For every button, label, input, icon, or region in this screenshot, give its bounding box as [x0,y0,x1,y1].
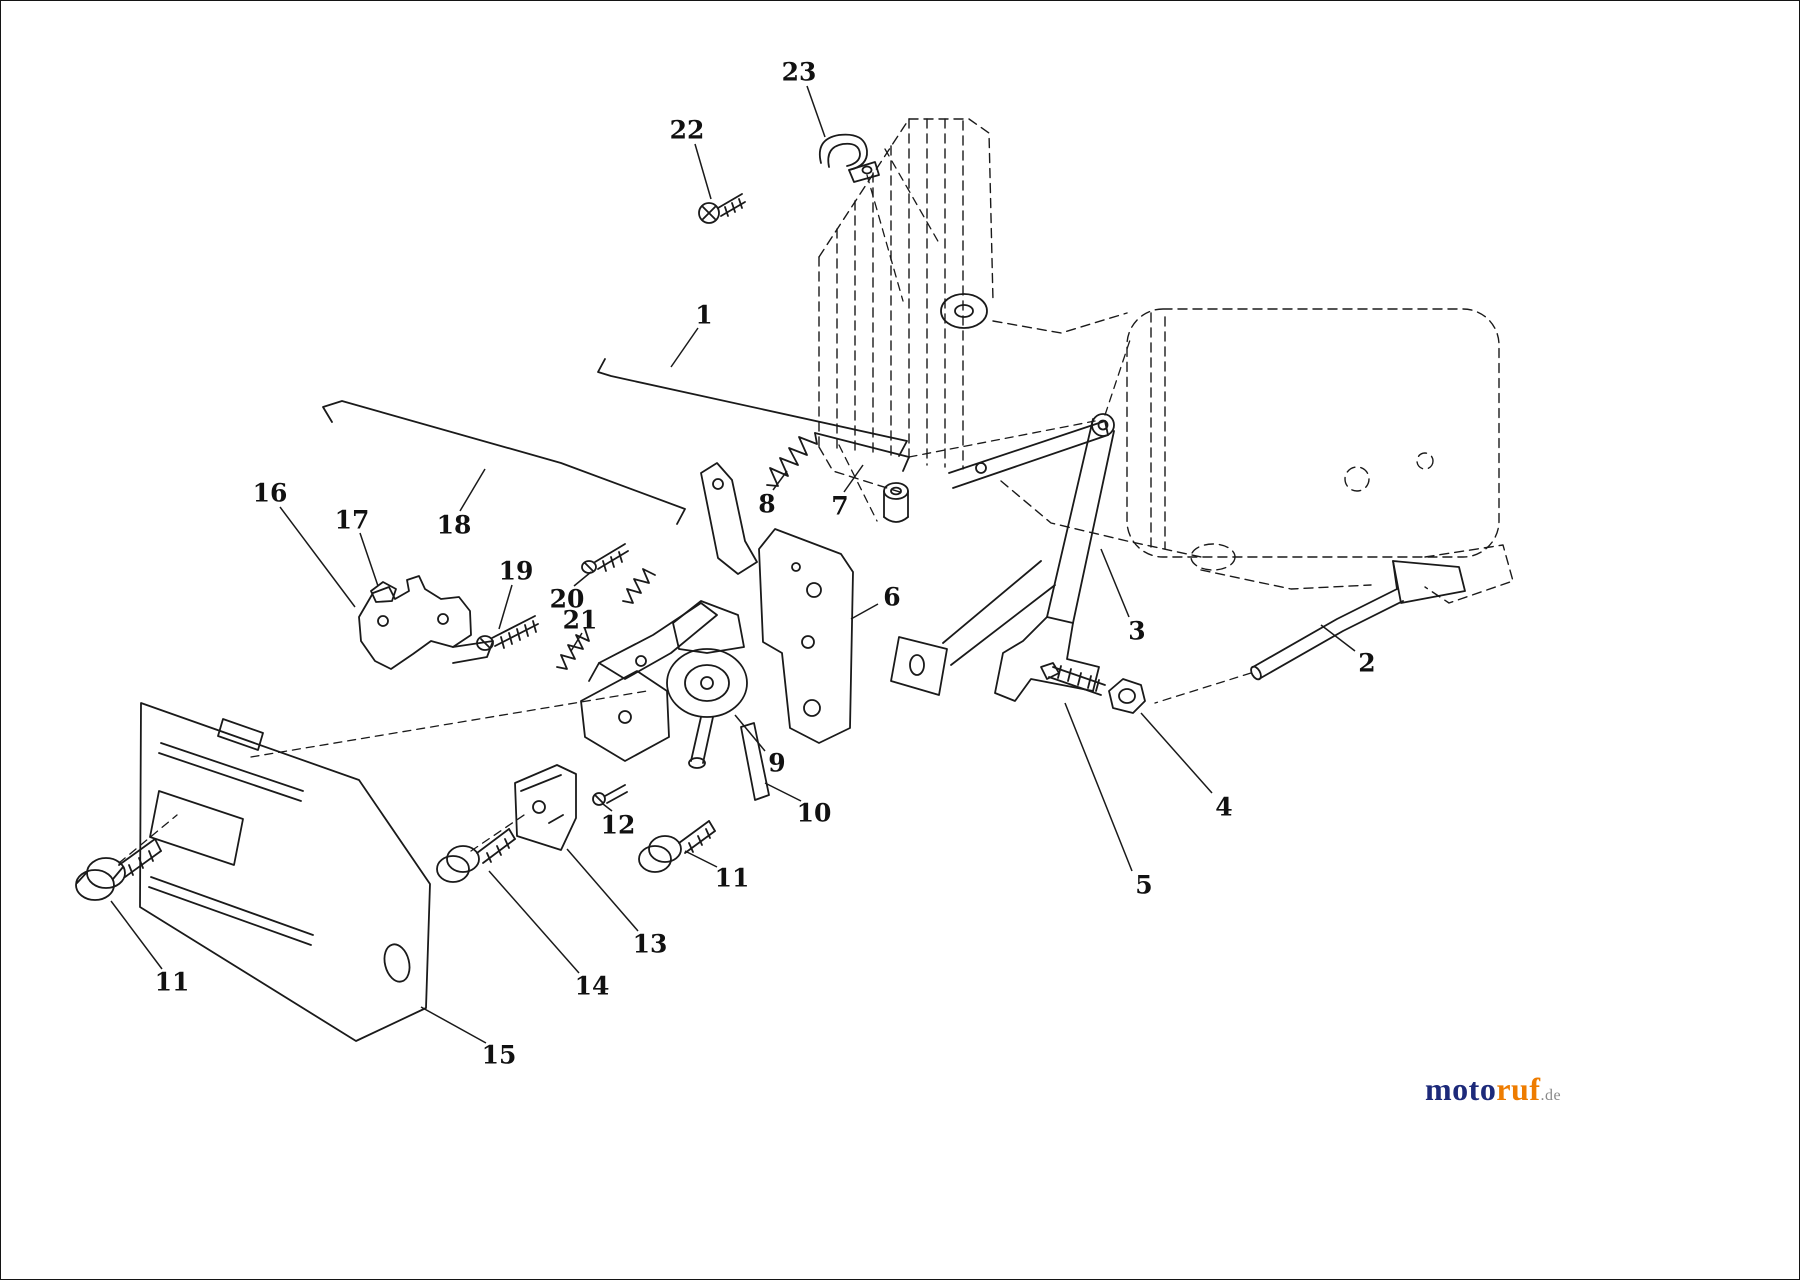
leader-line-10 [764,782,802,802]
part-20-screw [581,543,629,574]
engine-block-outline [818,118,1514,604]
watermark-moto: moto [1425,1071,1497,1107]
engine-boss [940,293,988,329]
leader-line-1 [670,327,699,368]
callout-label-17: 17 [335,506,370,535]
callout-label-15: 15 [482,1041,517,1070]
part-15-cover-plate [139,702,431,1042]
leader-line-3 [1100,548,1130,618]
callout-label-18: 18 [437,511,472,540]
leader-line-6 [850,603,879,620]
part-3-governor-lever [890,413,1115,702]
part-13-bracket [514,764,577,851]
callout-label-22: 22 [670,116,705,145]
callout-label-14: 14 [575,972,610,1001]
part-23-clamp [818,133,880,183]
callout-label-16: 16 [253,479,288,508]
callout-label-20: 20 [550,585,585,614]
part-14-bolt [436,828,516,883]
callout-label-12: 12 [601,811,636,840]
callout-label-11-right: 11 [715,864,750,893]
part-9-governor-gear [666,600,748,769]
leader-line-4 [1140,712,1213,794]
part-21-spring [556,628,590,670]
leader-line-17 [359,532,379,587]
callout-label-6: 6 [883,583,900,612]
part-12-screw [592,784,628,806]
leader-line-23 [806,85,826,138]
leader-line-11-left [110,900,163,970]
small-spring [622,568,656,604]
callout-label-3: 3 [1128,617,1145,646]
leader-line-8 [772,470,788,491]
callout-label-1: 1 [695,301,712,330]
part-11-bolt-right [638,820,716,873]
part-1-rod [597,358,908,457]
part-17-clip [370,581,397,603]
part-16-bracket [358,575,494,670]
leader-line-20 [573,571,592,587]
callout-label-19: 19 [499,557,534,586]
watermark: motoruf.de [1425,1071,1561,1108]
part-5-bolt [1040,662,1106,696]
leader-line-7 [843,464,864,493]
part-19-screw [476,615,539,651]
leader-line-2 [1320,624,1356,652]
part-22-screw [698,193,746,224]
callout-label-13: 13 [633,930,668,959]
part-4-nut [1108,678,1146,714]
part-8-spring [766,432,818,487]
part-10-rod [740,722,770,801]
callout-label-8: 8 [758,490,775,519]
leader-line-18 [459,468,486,512]
governor-base [580,670,670,762]
part-18-rod [322,400,686,525]
spacer-bushing [883,482,909,523]
part-11-bolt-left [75,838,162,901]
leader-line-22 [694,143,712,200]
callout-label-2: 2 [1358,649,1375,678]
throttle-lever-plate [588,602,718,682]
callout-label-11-left: 11 [155,968,190,997]
part-6-bracket [700,462,854,744]
leader-line-15 [420,1006,487,1044]
leader-line-21 [570,632,583,652]
callout-label-5: 5 [1135,871,1152,900]
leader-line-19 [498,584,513,630]
leader-line-11-right [684,850,718,868]
leader-line-12 [602,803,613,812]
watermark-ruf: ruf [1496,1071,1541,1107]
watermark-de: .de [1540,1087,1562,1104]
alignment-lines [118,148,1252,864]
callout-label-7: 7 [831,492,848,521]
callout-label-4: 4 [1215,793,1232,822]
carb-linkage-bracket [948,420,1109,489]
callout-label-10: 10 [797,799,832,828]
leader-line-13 [566,848,639,932]
callout-label-23: 23 [782,58,817,87]
callout-label-9: 9 [768,749,785,778]
leader-line-9 [734,714,766,752]
leader-line-14 [488,870,580,974]
parts-artwork [75,133,1466,1042]
callout-label-21: 21 [563,606,598,635]
leader-line-16 [279,506,356,608]
leader-line-5 [1064,702,1133,872]
part-7-rod [814,432,910,472]
part-2-rod [1250,560,1466,681]
